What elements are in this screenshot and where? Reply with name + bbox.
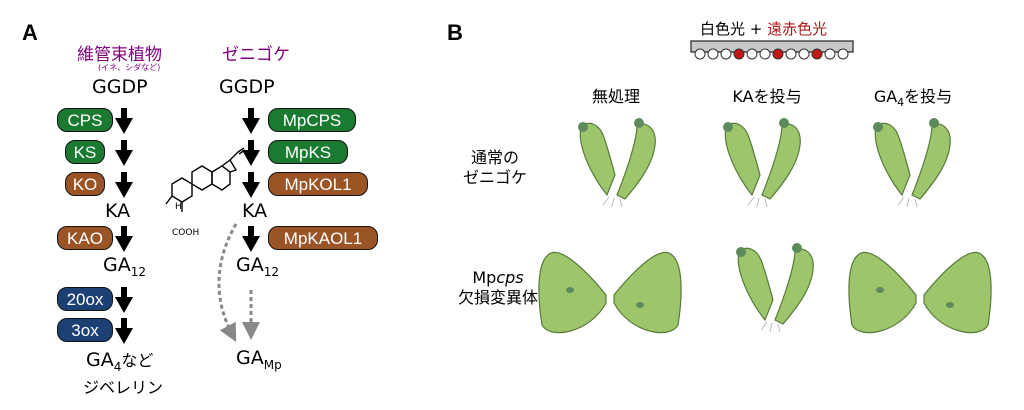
- enzyme-20ox: 20ox: [57, 287, 113, 311]
- enzyme-mpkol1: MpKOL1: [268, 172, 368, 196]
- vascular-plants-subheader: (イネ、シダなど): [98, 63, 161, 72]
- panel-a-label: A: [22, 20, 38, 45]
- col2-gamp: GAMp: [236, 347, 282, 372]
- vascular-plants-header: 維管束植物: [77, 45, 162, 65]
- liverwort-header: ゼニゴケ: [222, 45, 290, 65]
- enzyme-mpkaol1: MpKAOL1: [268, 226, 378, 250]
- kaurenoic-acid-structure-icon: [165, 147, 246, 212]
- col2-arrows: [242, 108, 260, 252]
- col1-arrows: [115, 108, 133, 344]
- molecule-cooh-label: COOH: [172, 228, 200, 238]
- thallus-wildtype-ga4-icon: [873, 118, 951, 208]
- arrow-down-icon: [242, 226, 260, 252]
- row-wildtype-label: 通常のゼニゴケ: [462, 148, 527, 187]
- col1-ka: KA: [105, 200, 131, 222]
- enzyme-ks: KS: [65, 140, 105, 164]
- light-bulbs: [694, 48, 849, 60]
- thallus-wildtype-ka-icon: [723, 118, 801, 208]
- arrow-down-icon: [115, 287, 133, 313]
- thallus-mutant-ka-icon: [736, 243, 814, 333]
- col1-ggdp: GGDP: [92, 76, 148, 98]
- arrow-down-icon: [115, 108, 133, 134]
- arrow-down-icon: [242, 172, 260, 198]
- thallus-mutant-untreated-icon: [538, 252, 682, 334]
- enzyme-3ox: 3ox: [57, 318, 113, 342]
- col2-ka: KA: [242, 200, 268, 222]
- far-red-light-label: 遠赤色光: [767, 20, 828, 38]
- arrow-down-icon: [242, 140, 260, 166]
- white-light-label: 白色光 +: [700, 20, 763, 38]
- enzyme-kao: KAO: [57, 226, 113, 250]
- condition-untreated: 無処理: [591, 87, 640, 106]
- enzyme-ko: KO: [65, 172, 105, 196]
- light-condition-label: 白色光 + 遠赤色光: [700, 18, 827, 39]
- thallus-wildtype-untreated-icon: [578, 118, 656, 208]
- condition-ga4: GA4を投与: [873, 87, 953, 110]
- col2-ga12: GA12: [236, 254, 280, 279]
- arrow-down-icon: [115, 226, 133, 252]
- condition-ka: KAを投与: [732, 87, 802, 106]
- arrow-down-icon: [115, 140, 133, 166]
- enzyme-mpcps: MpCPS: [268, 108, 356, 132]
- dotted-curved-arrow: [217, 223, 238, 342]
- col2-ggdp: GGDP: [219, 76, 275, 98]
- arrow-down-icon: [115, 172, 133, 198]
- molecule-h-label: H: [175, 202, 182, 212]
- enzyme-mpks: MpKS: [268, 140, 348, 164]
- col1-ga4: GA4など: [86, 349, 154, 374]
- arrow-down-icon: [242, 108, 260, 134]
- arrow-down-icon: [115, 318, 133, 344]
- col1-gibberellin: ジベレリン: [83, 378, 164, 397]
- col1-ga12: GA12: [103, 254, 147, 279]
- enzyme-cps: CPS: [57, 108, 113, 132]
- light-source-bar: [690, 40, 854, 53]
- thallus-mutant-ga4-icon: [848, 252, 992, 334]
- panel-b-label: B: [447, 20, 463, 45]
